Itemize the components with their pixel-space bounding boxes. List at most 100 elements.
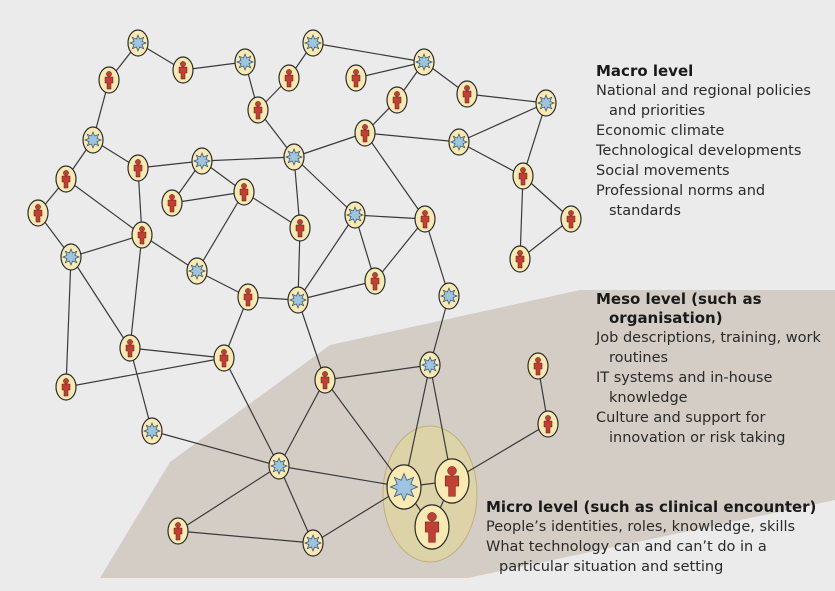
network-edge	[424, 218, 450, 297]
technology-node	[535, 89, 557, 117]
technology-node	[438, 282, 460, 310]
network-edge	[312, 42, 425, 63]
technology-node	[283, 143, 305, 171]
person-node	[172, 56, 194, 84]
network-edge	[177, 465, 280, 532]
micro-level-node	[434, 458, 470, 504]
network-edge	[364, 132, 426, 220]
person-node	[55, 373, 77, 401]
technology-node	[268, 452, 290, 480]
technology-star-icon	[84, 131, 102, 149]
technology-node	[419, 351, 441, 379]
person-icon	[320, 371, 330, 390]
technology-star-icon	[304, 34, 322, 52]
technology-star-icon	[270, 457, 288, 475]
micro-level-node	[414, 504, 450, 550]
technology-node	[186, 257, 208, 285]
network-edge	[177, 530, 314, 544]
person-icon	[61, 170, 71, 189]
technology-node	[60, 243, 82, 271]
person-node	[278, 64, 300, 92]
macro-level-item: National and regional policies and prior…	[596, 83, 811, 119]
person-icon	[420, 210, 430, 229]
person-node	[55, 165, 77, 193]
network-edge	[129, 347, 153, 432]
person-node	[364, 267, 386, 295]
micro-level-item: People’s identities, roles, knowledge, s…	[486, 519, 796, 535]
person-icon	[125, 339, 135, 358]
technology-star-icon	[415, 53, 433, 71]
person-icon	[219, 349, 229, 368]
technology-star-icon	[289, 291, 307, 309]
person-icon	[133, 159, 143, 178]
technology-node	[141, 417, 163, 445]
network-edge	[458, 141, 524, 177]
person-node	[537, 410, 559, 438]
meso-level-band	[100, 290, 835, 578]
person-node	[456, 80, 478, 108]
network-edge	[65, 256, 72, 388]
network-edge	[278, 379, 326, 467]
network-edge	[324, 379, 405, 488]
technology-star-icon	[421, 356, 439, 374]
technology-star-icon	[389, 472, 419, 502]
network-edge	[278, 465, 314, 544]
person-node	[127, 154, 149, 182]
network-edge	[201, 156, 295, 162]
person-icon	[370, 272, 380, 291]
network-edge	[297, 280, 376, 301]
person-node	[119, 334, 141, 362]
person-icon	[518, 167, 528, 186]
technology-star-icon	[537, 94, 555, 112]
person-icon	[515, 250, 525, 269]
network-edge	[297, 299, 326, 381]
technology-star-icon	[188, 262, 206, 280]
technology-star-icon	[236, 53, 254, 71]
network-edge	[458, 102, 547, 143]
network-edge	[297, 214, 356, 301]
network-edge	[65, 178, 143, 236]
network-edge	[519, 175, 524, 260]
meso-level-title: Meso level (such as organisation)	[596, 290, 762, 327]
person-node	[213, 344, 235, 372]
person-icon	[351, 69, 361, 88]
person-icon	[295, 219, 305, 238]
person-node	[414, 205, 436, 233]
technology-star-icon	[304, 534, 322, 552]
technology-node	[287, 286, 309, 314]
network-edge	[364, 132, 460, 143]
person-icon	[178, 61, 188, 80]
network-edge	[354, 214, 426, 220]
meso-level-label: Meso level (such as organisation) Job de…	[596, 290, 826, 448]
person-icon	[543, 415, 553, 434]
person-icon	[61, 378, 71, 397]
person-icon	[284, 69, 294, 88]
technology-star-icon	[285, 148, 303, 166]
person-icon	[33, 204, 43, 223]
person-node	[233, 178, 255, 206]
person-node	[560, 205, 582, 233]
technology-star-icon	[440, 287, 458, 305]
macro-level-item: Technological developments	[596, 143, 802, 159]
network-edge	[171, 191, 245, 204]
person-icon	[424, 512, 440, 543]
technology-star-icon	[346, 206, 364, 224]
person-node	[247, 96, 269, 124]
technology-star-icon	[62, 248, 80, 266]
network-edge	[196, 191, 245, 272]
network-edge	[278, 465, 405, 488]
macro-level-title: Macro level	[596, 62, 694, 80]
person-icon	[137, 226, 147, 245]
person-icon	[392, 91, 402, 110]
technology-node	[82, 126, 104, 154]
person-node	[512, 162, 534, 190]
technology-node	[413, 48, 435, 76]
person-node	[161, 189, 183, 217]
technology-star-icon	[450, 133, 468, 151]
macro-level-item: Professional norms and standards	[596, 183, 766, 219]
technology-star-icon	[129, 34, 147, 52]
network-edge	[129, 234, 143, 349]
person-icon	[253, 101, 263, 120]
meso-level-item: IT systems and in-house knowledge	[596, 370, 773, 406]
technology-node	[127, 29, 149, 57]
